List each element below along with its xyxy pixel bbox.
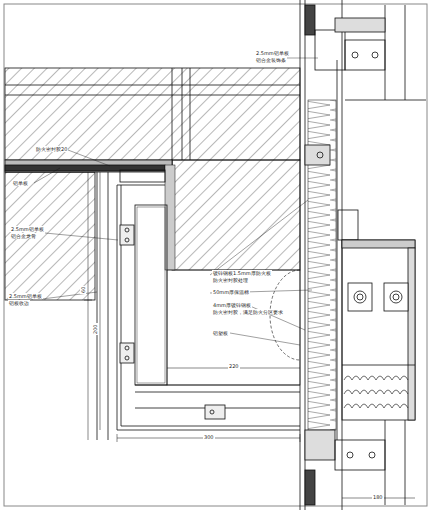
- dimension: 300: [203, 434, 215, 440]
- material-note: 铝单板: [12, 180, 29, 186]
- material-note: 2.5mm铝单板: [255, 50, 290, 56]
- material-note: 4mm厚镀锌钢板: [212, 302, 252, 308]
- material-note: 铝合金龙骨: [10, 233, 37, 239]
- dimension: 220: [228, 363, 240, 369]
- dimension: 60: [80, 286, 86, 294]
- dimension: 200: [92, 323, 98, 335]
- material-note: 防火密封胶，满足防火分区要求: [212, 309, 284, 315]
- material-note: 镀锌钢板1.5mm厚防火板: [212, 270, 272, 276]
- material-note: 铝板收边: [8, 300, 30, 306]
- material-note: 50mm厚保温棉: [212, 289, 250, 295]
- material-note: 铝塑板: [212, 330, 229, 336]
- material-note: 铝合金装饰条: [255, 57, 287, 63]
- material-note: 防火密封胶20: [35, 146, 68, 152]
- dimension: 180: [372, 494, 384, 500]
- material-note: 2.5mm铝单板: [10, 226, 45, 232]
- material-note: 防火密封胶处理: [212, 277, 249, 283]
- material-note: 2.5mm铝单板: [8, 293, 43, 299]
